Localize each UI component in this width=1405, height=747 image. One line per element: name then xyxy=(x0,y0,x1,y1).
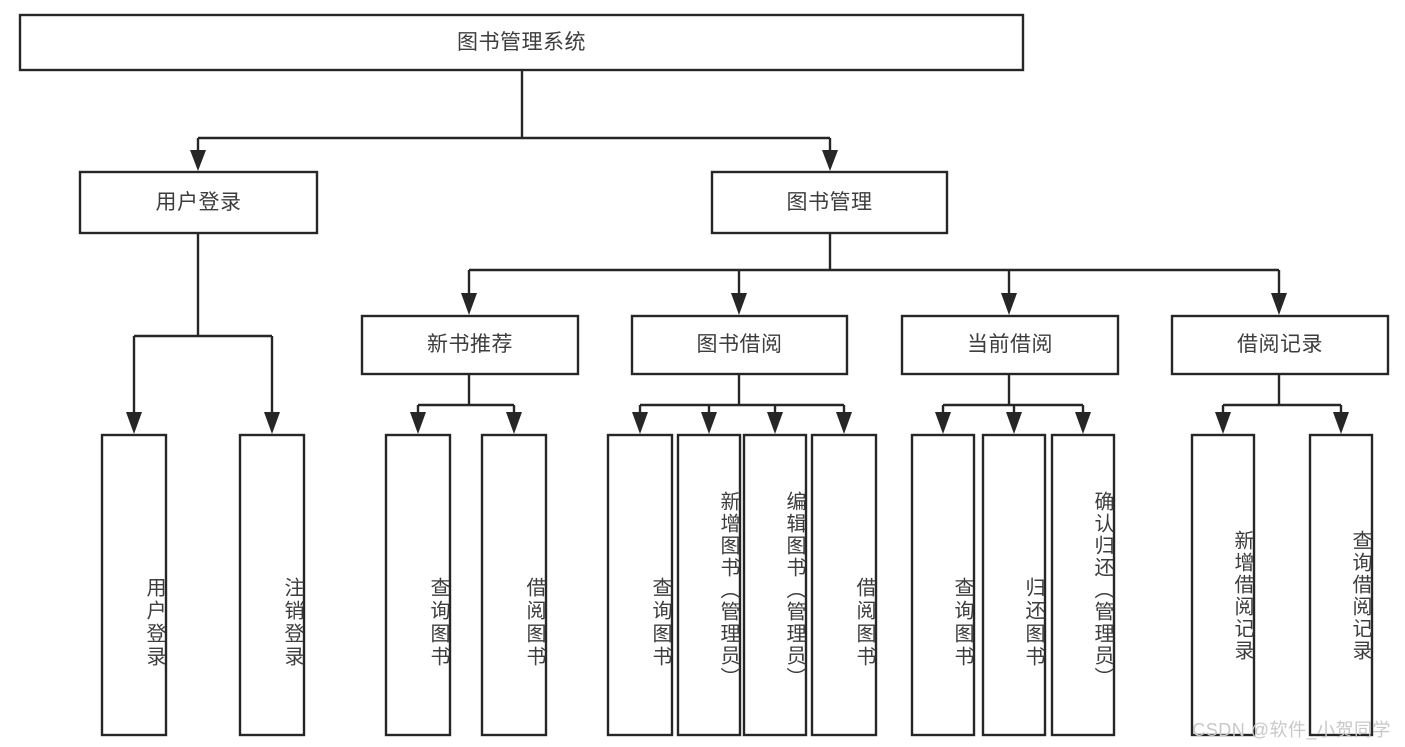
arrow-head-borrow-record xyxy=(1271,293,1287,315)
arrow-head-user-login xyxy=(190,150,206,171)
node-box-borrow-record[interactable] xyxy=(1170,314,1390,376)
node-box-leaf-query-record[interactable] xyxy=(1308,433,1374,737)
node-box-new-book-recommend[interactable] xyxy=(360,314,580,376)
arrow-head-leaf-query-record xyxy=(1333,412,1349,434)
node-box-leaf-return-book[interactable] xyxy=(981,433,1047,737)
node-box-book-manage[interactable] xyxy=(710,170,949,235)
node-box-current-borrow[interactable] xyxy=(900,314,1120,376)
node-box-root[interactable] xyxy=(18,13,1025,72)
node-box-leaf-add-book[interactable] xyxy=(676,433,742,737)
node-box-leaf-edit-book[interactable] xyxy=(742,433,808,737)
arrow-head-book-borrow xyxy=(731,293,747,315)
node-box-leaf-query-book-3[interactable] xyxy=(910,433,976,737)
arrow-head-new-book-recommend xyxy=(461,293,477,315)
arrow-head-leaf-user-logout xyxy=(264,412,280,434)
node-box-leaf-borrow-book-1[interactable] xyxy=(480,433,548,737)
arrow-head-leaf-edit-book xyxy=(767,412,783,434)
arrow-head-leaf-add-record xyxy=(1215,412,1231,434)
node-box-book-borrow[interactable] xyxy=(630,314,849,376)
node-box-user-login[interactable] xyxy=(78,170,319,235)
node-box-leaf-query-book-2[interactable] xyxy=(606,433,674,737)
arrow-head-current-borrow xyxy=(1001,293,1017,315)
node-box-leaf-user-logout[interactable] xyxy=(238,433,306,737)
node-box-leaf-query-book-1[interactable] xyxy=(384,433,452,737)
node-box-leaf-add-record[interactable] xyxy=(1190,433,1256,737)
arrow-head-leaf-borrow-book-1 xyxy=(506,412,522,434)
arrow-head-leaf-confirm-return xyxy=(1075,412,1091,434)
arrow-head-leaf-return-book xyxy=(1006,412,1022,434)
node-box-leaf-user-login[interactable] xyxy=(100,433,168,737)
arrow-head-leaf-borrow-book-2 xyxy=(836,412,852,434)
arrow-head-book-manage xyxy=(822,150,838,171)
node-box-leaf-confirm-return[interactable] xyxy=(1050,433,1116,737)
arrow-head-leaf-user-login xyxy=(126,412,142,434)
arrow-head-leaf-query-book-2 xyxy=(632,412,648,434)
arrow-head-leaf-add-book xyxy=(701,412,717,434)
arrow-head-leaf-query-book-3 xyxy=(935,412,951,434)
node-box-leaf-borrow-book-2[interactable] xyxy=(810,433,878,737)
arrow-head-leaf-query-book-1 xyxy=(410,412,426,434)
